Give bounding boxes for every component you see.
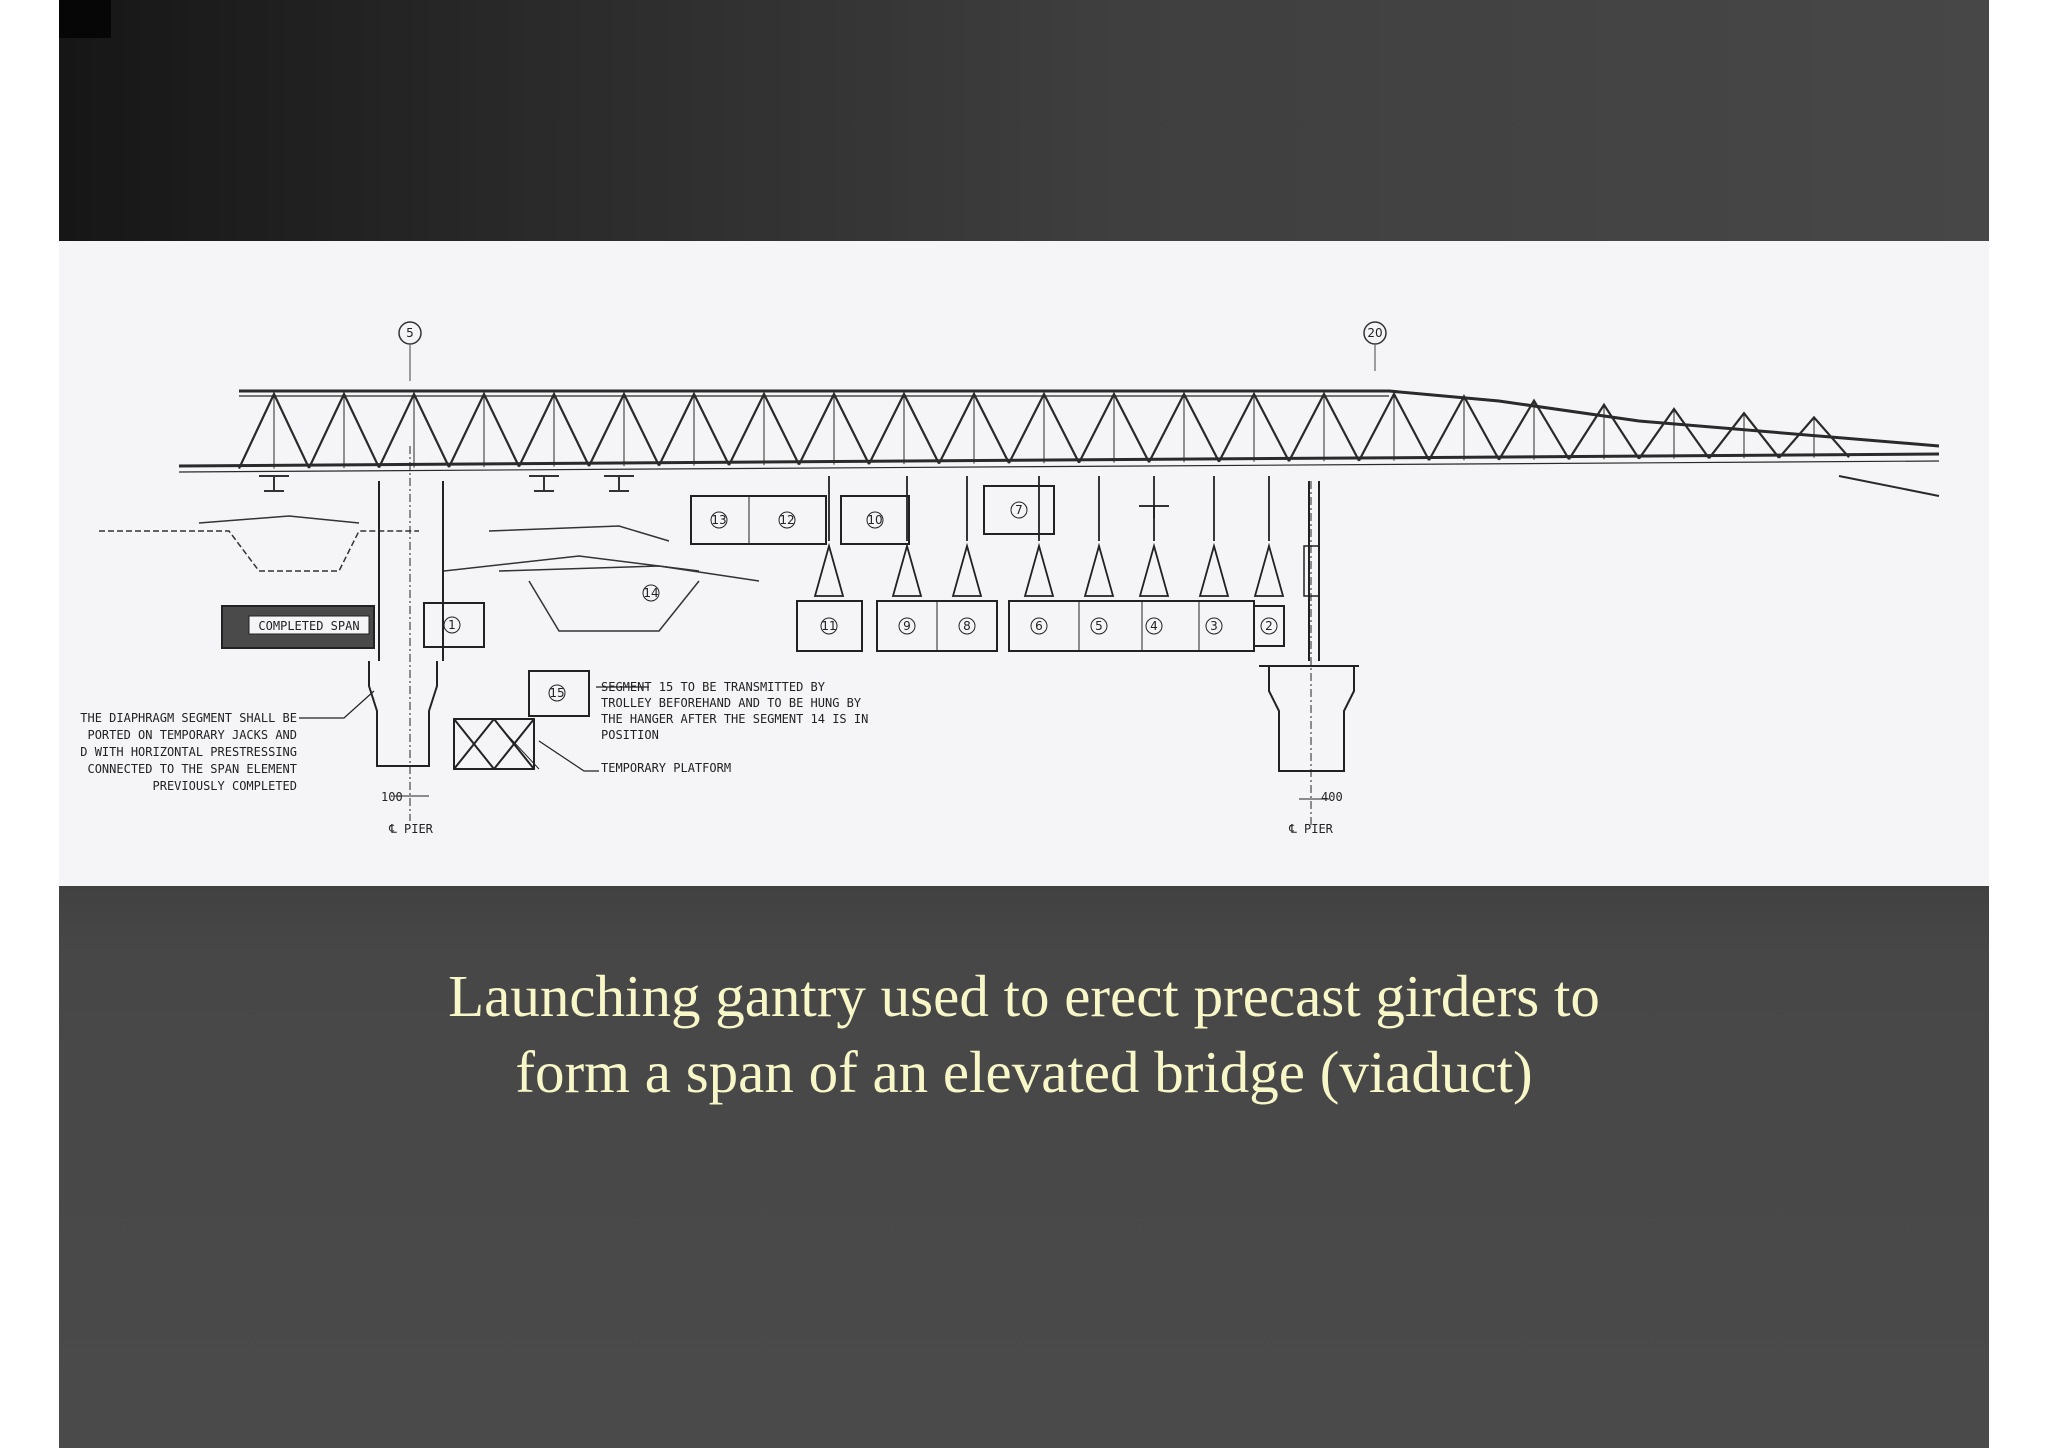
svg-text:100: 100 (381, 790, 403, 804)
launching-truss (178, 389, 1940, 497)
svg-text:5: 5 (1095, 619, 1103, 633)
svg-text:POSITION: POSITION (601, 728, 659, 742)
svg-text:℄ PIER: ℄ PIER (388, 822, 434, 836)
svg-text:14: 14 (643, 586, 658, 600)
slide: 5 20 (59, 0, 1989, 1448)
svg-text:12: 12 (779, 513, 794, 527)
leader-lines (299, 686, 649, 719)
caption-line-2: form a span of an elevated bridge (viadu… (515, 1039, 1533, 1105)
svg-text:13: 13 (711, 513, 726, 527)
hangers (813, 476, 1285, 597)
note-left: THE DIAPHRAGM SEGMENT SHALL BE PORTED ON… (80, 711, 297, 793)
svg-text:D WITH HORIZONTAL PRESTRESSING: D WITH HORIZONTAL PRESTRESSING (80, 745, 297, 759)
platform-label: TEMPORARY PLATFORM (601, 761, 731, 775)
svg-text:SEGMENT 15 TO BE TRANSMITTED B: SEGMENT 15 TO BE TRANSMITTED BY (601, 680, 826, 694)
top-band (59, 0, 1989, 241)
note-right: SEGMENT 15 TO BE TRANSMITTED BY TROLLEY … (601, 680, 868, 775)
wing-sections (99, 515, 760, 632)
pier-label-right: 20 (1367, 326, 1382, 340)
segment-15: 15 (528, 670, 590, 717)
svg-text:THE DIAPHRAGM SEGMENT SHALL BE: THE DIAPHRAGM SEGMENT SHALL BE (80, 711, 297, 725)
gantry-svg: 5 20 (80, 321, 1940, 836)
temporary-platform (453, 718, 599, 772)
pier-label-left: 5 (406, 326, 414, 340)
svg-text:3: 3 (1210, 619, 1218, 633)
pier-marker-left: 5 (398, 321, 422, 381)
svg-text:CONNECTED TO THE SPAN ELEMENT: CONNECTED TO THE SPAN ELEMENT (87, 762, 297, 776)
pier-left (368, 446, 444, 821)
hanger (951, 476, 983, 597)
svg-text:9: 9 (903, 619, 911, 633)
upper-segments: 13 12 10 7 (690, 485, 1055, 545)
hanger (891, 476, 923, 597)
completed-span: COMPLETED SPAN (221, 605, 375, 649)
corner-block (59, 0, 111, 38)
svg-text:TROLLEY BEFOREHAND AND TO BE H: TROLLEY BEFOREHAND AND TO BE HUNG BY (601, 696, 862, 710)
hanger (813, 476, 845, 597)
segment-1: 1 (423, 602, 485, 648)
segment-14: 14 (642, 584, 660, 602)
hanger (1083, 476, 1115, 597)
svg-text:2: 2 (1265, 619, 1273, 633)
bottom-band (59, 886, 1989, 1448)
truss-web (1568, 402, 1640, 460)
svg-text:7: 7 (1015, 503, 1023, 517)
svg-text:15: 15 (549, 686, 564, 700)
svg-text:4: 4 (1150, 619, 1158, 633)
svg-text:6: 6 (1035, 619, 1043, 633)
svg-text:400: 400 (1321, 790, 1343, 804)
svg-text:℄ PIER: ℄ PIER (1288, 822, 1334, 836)
completed-span-label: COMPLETED SPAN (258, 619, 359, 633)
svg-text:1: 1 (448, 618, 456, 632)
hanger (1253, 476, 1285, 597)
svg-text:10: 10 (867, 513, 882, 527)
svg-text:PORTED ON TEMPORARY JACKS AND: PORTED ON TEMPORARY JACKS AND (87, 728, 297, 742)
hanger (1198, 476, 1230, 597)
caption-line-1: Launching gantry used to erect precast g… (448, 963, 1600, 1029)
svg-text:THE HANGER AFTER THE SEGMENT 1: THE HANGER AFTER THE SEGMENT 14 IS IN (601, 712, 868, 726)
hanger (1138, 476, 1170, 597)
svg-text:8: 8 (963, 619, 971, 633)
pier-right (1259, 481, 1359, 826)
lower-segments: 11 9 8 6 5 4 3 2 (796, 600, 1285, 652)
dimension-marks: 100 400 ℄ PIER ℄ PIER (381, 790, 1343, 836)
gantry-drawing: 5 20 (59, 241, 1989, 886)
svg-text:11: 11 (821, 619, 836, 633)
svg-text:PREVIOUSLY COMPLETED: PREVIOUSLY COMPLETED (153, 779, 298, 793)
slide-caption: Launching gantry used to erect precast g… (59, 958, 1989, 1110)
pier-marker-right: 20 (1363, 321, 1387, 371)
hanger (1023, 476, 1055, 597)
